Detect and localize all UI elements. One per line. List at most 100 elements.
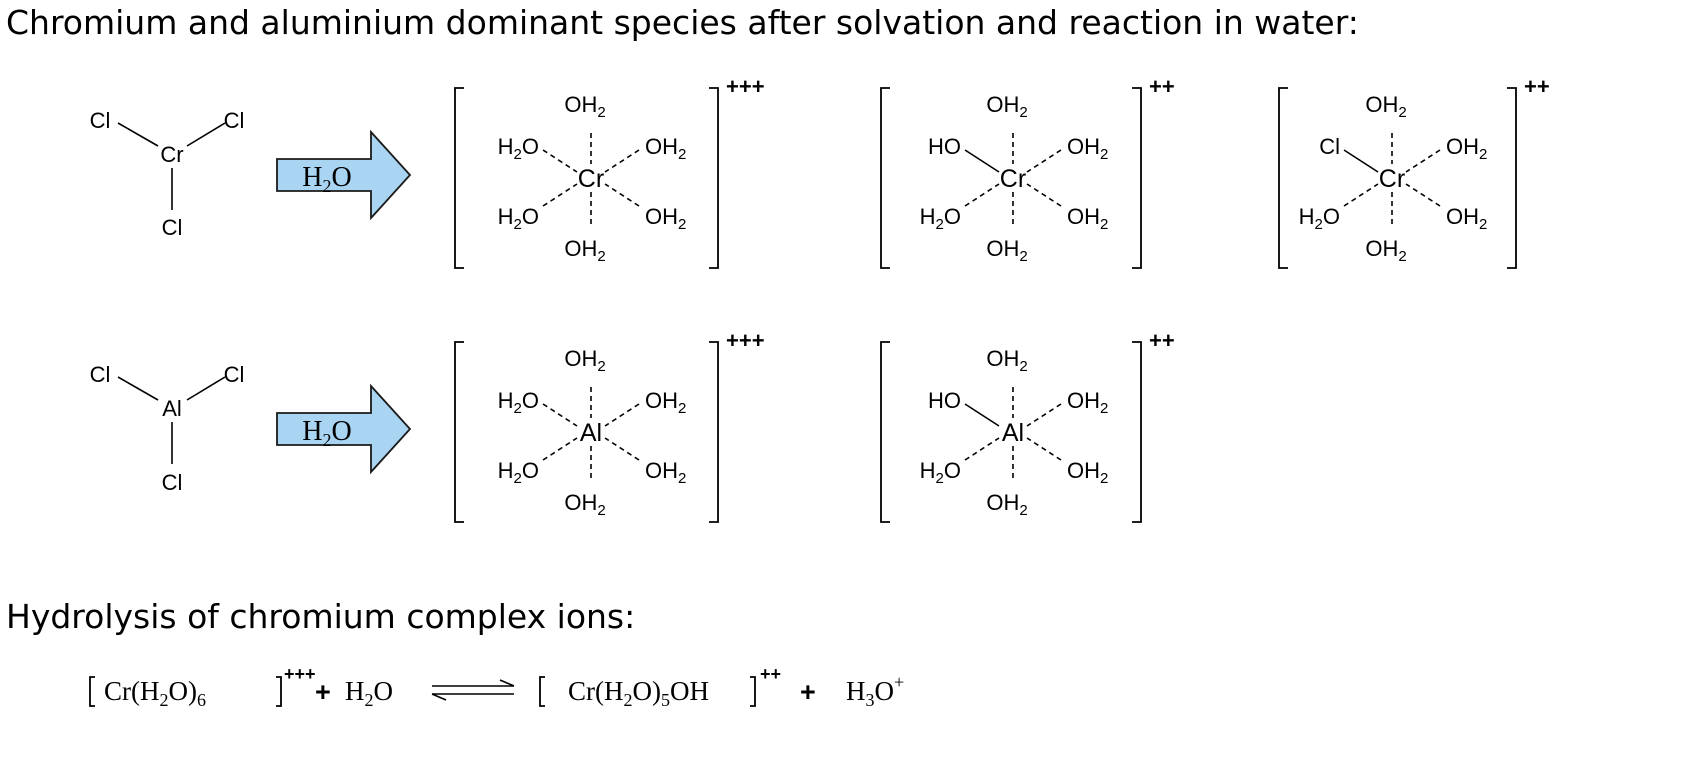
complex-charge: ++ [1149,74,1175,99]
ligand-h2o: H2O [498,458,539,487]
ligand-left-top: HO [928,388,961,413]
hydrolysis-equation: Cr(H2O)6 +++ + H2O Cr(H2O)5OH ++ + H3O+ [89,664,904,710]
center-atom: Al [1002,419,1024,447]
ligand-oh2: OH2 [564,236,605,265]
center-atom: Al [580,419,602,447]
equation-reactant-charge: +++ [284,664,316,684]
complex-charge: ++ [1524,74,1550,99]
bracket-left [880,341,890,523]
ligand-oh2: OH2 [645,388,686,417]
ligand-cl: Cl [90,362,111,387]
ligand-oh2: OH2 [564,490,605,519]
ligand-h2o: H2O [920,458,961,487]
bond-right-top [604,149,640,173]
center-atom: Cr [1000,165,1026,193]
bracket-right [1507,87,1517,269]
ligand-oh2: OH2 [564,92,605,121]
bond-left-top [964,149,1000,173]
bond-right-bottom [1026,437,1062,461]
bracket-right [709,87,719,269]
arrow-label: H2O [302,416,351,450]
ligand-cl: Cl [224,108,245,133]
bracket-left [454,341,464,523]
heading-top: Chromium and aluminium dominant species … [6,3,1359,42]
ligand-h2o: H2O [498,388,539,417]
ligand-cl: Cl [90,108,111,133]
ligand-oh2: OH2 [564,346,605,375]
reaction-arrow-bottom: H2O [276,383,412,475]
ligand-oh2: OH2 [1067,204,1108,233]
bond-right-bottom [604,437,640,461]
ligand-h2o: H2O [1299,204,1340,233]
center-atom: Cr [160,142,183,167]
ligand-oh2: OH2 [986,236,1027,265]
ligand-left-top: HO [928,134,961,159]
reactant-crcl3: Cl Cl Cr Cl [90,108,245,240]
equation-plus: + [800,677,816,707]
ligand-oh2: OH2 [645,204,686,233]
bond-right-bottom [1405,183,1441,207]
equation-product-complex: Cr(H2O)5OH [568,676,709,710]
ligand-oh2: OH2 [986,92,1027,121]
ligand-cl: Cl [162,215,183,240]
bond-right-top [1405,149,1441,173]
equation-water: H2O [345,676,393,710]
ligand-oh2: OH2 [1446,204,1487,233]
heading-bottom: Hydrolysis of chromium complex ions: [6,597,635,636]
bond-right-bottom [604,183,640,207]
ligand-oh2: OH2 [1067,134,1108,163]
ligand-oh2: OH2 [1446,134,1487,163]
bond-right-top [604,403,640,427]
bracket-right [709,341,719,523]
octahedral-complexes: +++CrOH2OH2OH2OH2H2OH2O++CrOH2OH2OH2OH2H… [454,74,1550,523]
ligand-oh2: OH2 [1067,458,1108,487]
ligand-oh2: OH2 [645,134,686,163]
complex-charge: ++ [1149,328,1175,353]
ligand-h2o: H2O [498,204,539,233]
bond-right-top [1026,403,1062,427]
equation-reactant-complex: Cr(H2O)6 [104,676,206,710]
ligand-oh2: OH2 [645,458,686,487]
bond-left-bottom [542,183,578,207]
bond-left-bottom [964,183,1000,207]
bracket-right [1132,341,1142,523]
complex-charge: +++ [726,74,765,99]
bracket-left [1278,87,1288,269]
ligand-cl: Cl [224,362,245,387]
equilibrium-arrow [431,679,515,701]
bond-left-top [542,149,578,173]
ligand-oh2: OH2 [986,490,1027,519]
ligand-oh2: OH2 [986,346,1027,375]
bond-right-bottom [1026,183,1062,207]
ligand-oh2: OH2 [1067,388,1108,417]
bracket-left [454,87,464,269]
equation-plus: + [315,677,331,707]
bond-left-bottom [1343,183,1379,207]
ligand-left-top: Cl [1319,134,1340,159]
ligand-h2o: H2O [920,204,961,233]
center-atom: Al [162,396,182,421]
arrow-label: H2O [302,162,351,196]
ligand-oh2: OH2 [1365,236,1406,265]
bracket-right [1132,87,1142,269]
equation-hydronium: H3O+ [846,672,904,710]
ligand-cl: Cl [162,470,183,495]
bond-left-top [1343,149,1379,173]
ligand-oh2: OH2 [1365,92,1406,121]
center-atom: Cr [1379,165,1405,193]
reactant-alcl3: Cl Cl Al Cl [90,362,245,495]
bond-left-bottom [542,437,578,461]
bond-left-top [542,403,578,427]
bond-right-top [1026,149,1062,173]
bond-left-bottom [964,437,1000,461]
bracket-left [880,87,890,269]
reaction-arrow-top: H2O [276,129,412,221]
ligand-h2o: H2O [498,134,539,163]
